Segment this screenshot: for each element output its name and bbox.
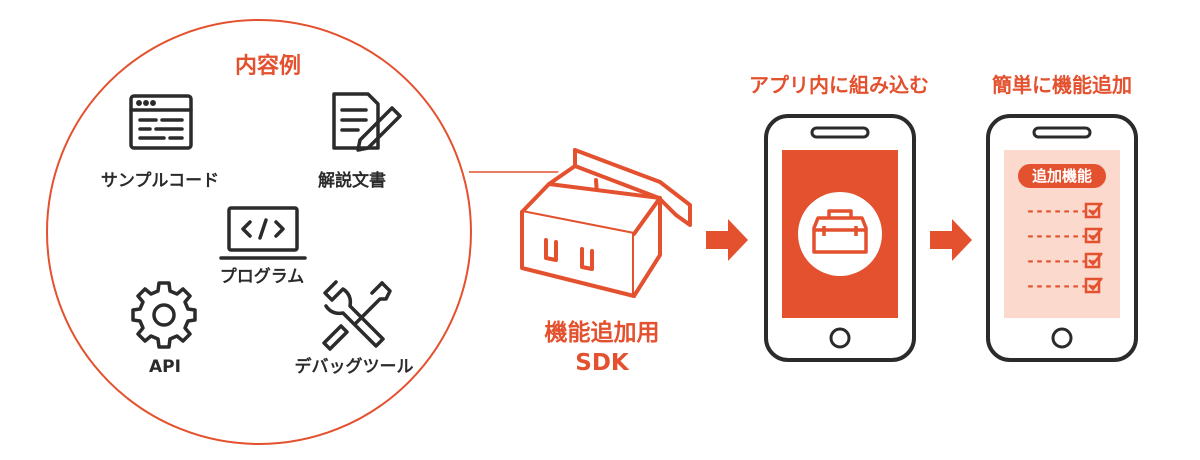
checklist-dashes: -------- — [1026, 252, 1098, 270]
label-debug-tools: デバッグツール — [295, 356, 414, 377]
contents-title: 内容例 — [235, 53, 301, 79]
checklist-dashes: -------- — [1026, 202, 1098, 220]
arrow-right-icon — [930, 219, 972, 261]
arrow-right-icon — [706, 219, 748, 261]
toolbox-label-line1: 機能追加用 — [545, 319, 660, 346]
toolbox-label-line2: SDK — [575, 350, 630, 376]
checklist-row: -------- — [1026, 227, 1103, 245]
contents-circle — [46, 19, 472, 445]
label-sample-code: サンプルコード — [101, 170, 219, 191]
code-window-icon — [129, 94, 193, 150]
smartphone-toolbox-icon — [764, 114, 916, 362]
step-feature-title: 簡単に機能追加 — [992, 73, 1132, 97]
checklist-row: -------- — [1026, 277, 1103, 295]
label-documentation: 解説文書 — [318, 170, 386, 191]
document-edit-icon — [332, 92, 402, 152]
checklist-row: -------- — [1026, 252, 1103, 270]
checklist-dashes: -------- — [1026, 277, 1098, 295]
tools-icon — [322, 280, 392, 351]
feature-panel-pill — [1018, 164, 1106, 188]
checklist-row: -------- — [1026, 202, 1103, 220]
checklist-dashes: -------- — [1026, 227, 1098, 245]
gear-icon — [131, 281, 197, 349]
checkbox-checked-icon — [1084, 227, 1103, 244]
laptop-code-icon — [219, 206, 307, 260]
label-api: API — [149, 357, 181, 377]
checkbox-checked-icon — [1084, 277, 1103, 294]
step-embed-title: アプリ内に組み込む — [749, 73, 929, 97]
checkbox-checked-icon — [1084, 202, 1103, 219]
label-program: プログラム — [220, 266, 305, 287]
toolbox-icon — [520, 148, 692, 298]
checkbox-checked-icon — [1084, 252, 1103, 269]
feature-panel-title: 追加機能 — [1032, 167, 1092, 185]
smartphone-checklist-icon: 追加機能 — [986, 114, 1138, 362]
